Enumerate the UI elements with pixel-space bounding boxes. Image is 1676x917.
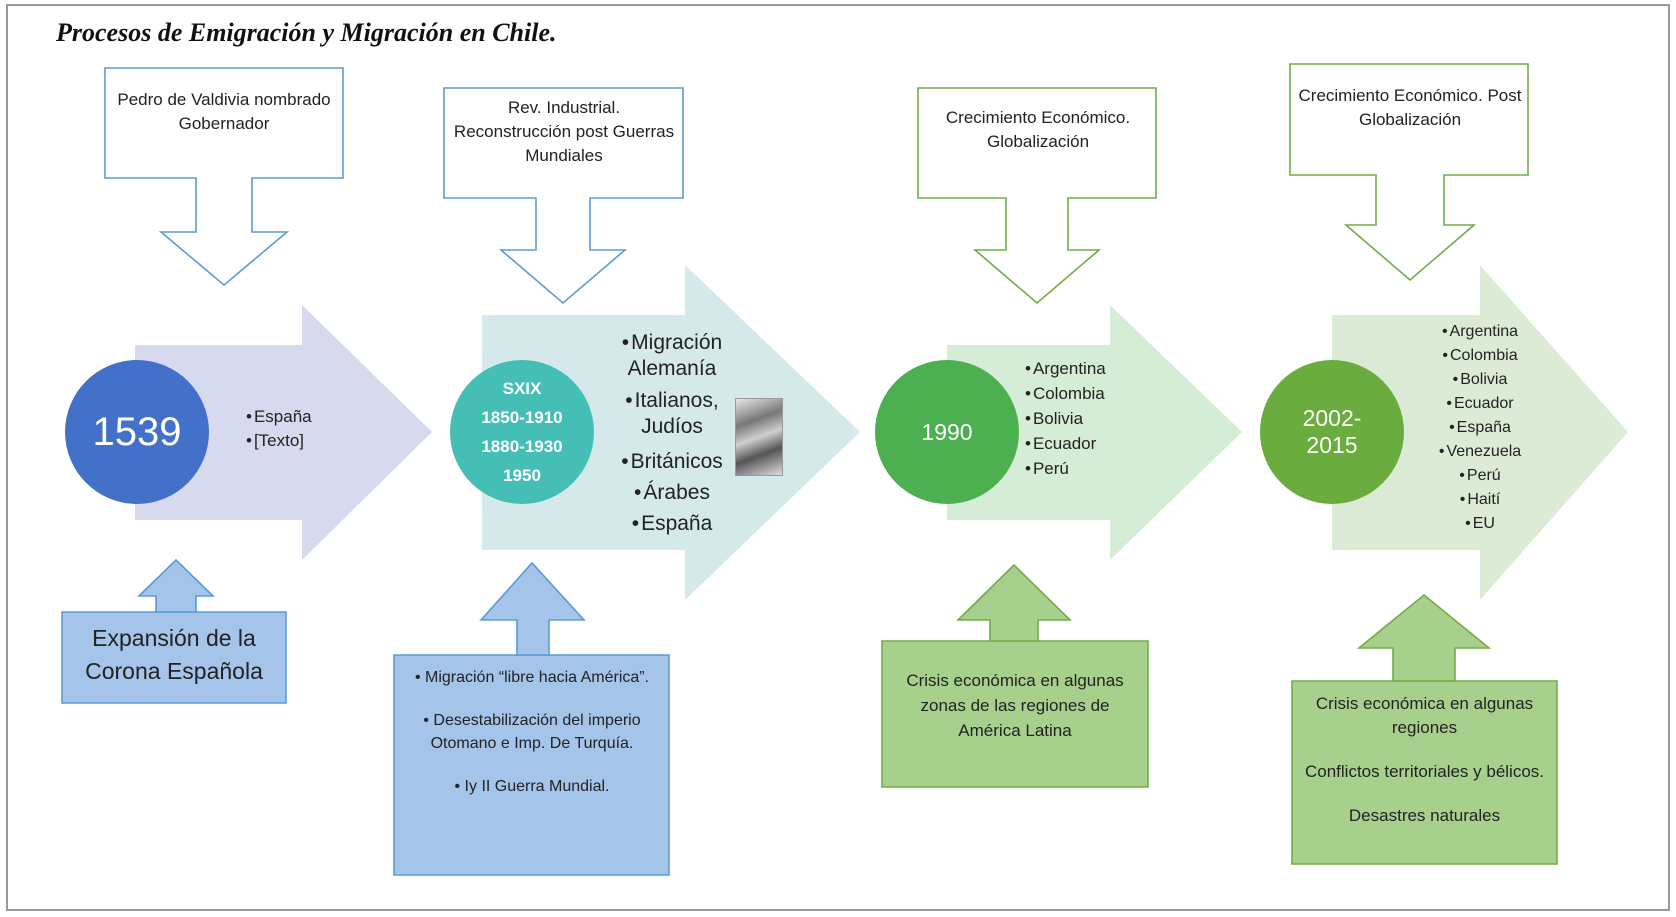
stage-3-circle — [875, 360, 1019, 504]
list-item: Italianos, Judíos — [607, 388, 737, 440]
stage-1-year: 1539 — [92, 409, 182, 454]
list-item: Argentina — [1025, 356, 1106, 381]
stage-2-top-text: Rev. Industrial. Reconstrucción post Gue… — [453, 98, 675, 165]
list-item: España — [607, 508, 737, 539]
list-item: España — [246, 405, 312, 429]
list-item: Bolivia — [1025, 406, 1106, 431]
stage-2-bottom-text: • Migración “libre hacia América”. • Des… — [412, 666, 652, 818]
stage-2-year-line: SXIX — [502, 379, 542, 398]
stage-3-year: 1990 — [921, 418, 973, 445]
stage-1-bullets: España [Texto] — [246, 405, 312, 453]
list-item: Ecuador — [1420, 392, 1540, 416]
stage-1-bottom-arrow — [137, 558, 215, 613]
stage-4-top-callout — [1289, 63, 1529, 282]
stage-3-top-text: Crecimiento Económico. Globalización — [945, 108, 1131, 151]
list-item: Migración Alemanía — [607, 330, 737, 382]
stage-3-bottom-arrow — [956, 563, 1072, 642]
stage-4-bottom-arrow — [1356, 593, 1492, 682]
stage-3-bottom-text: Crisis económica en algunas zonas de las… — [906, 671, 1124, 740]
stage-3-bottom-callout — [881, 640, 1149, 788]
stage-2-year-line: 1850-1910 — [481, 408, 563, 427]
bottom-paragraph: Crisis económica en algunas regiones — [1315, 694, 1534, 737]
stage-3-top-callout — [917, 87, 1157, 305]
stage-2-years: SXIX 1850-1910 1880-1930 1950 — [450, 360, 594, 504]
bottom-paragraph: Desastres naturales — [1348, 806, 1501, 825]
bottom-paragraph-text: Iy II Guerra Mundial. — [464, 778, 610, 795]
stage-4-year: 2002-2015 — [1302, 405, 1362, 458]
stage-4-bottom-text: Crisis económica en algunas regiones Con… — [1302, 692, 1547, 828]
bottom-paragraph: • Migración “libre hacia América”. — [414, 669, 650, 686]
bottom-paragraph: • Desestabilización del imperio Otomano … — [423, 712, 641, 752]
stage-1-bottom-callout — [61, 611, 287, 704]
page-title: Procesos de Emigración y Migración en Ch… — [56, 18, 557, 47]
list-item: Haití — [1420, 488, 1540, 512]
historic-photo-thumbnail — [735, 398, 783, 476]
stage-1-top-callout — [104, 67, 344, 287]
bottom-paragraph-text: Migración “libre hacia América”. — [424, 669, 650, 686]
bottom-paragraph-text: Desestabilización del imperio Otomano e … — [430, 712, 641, 752]
list-item: Perú — [1025, 456, 1106, 481]
stage-2-top-callout — [443, 87, 684, 305]
stage-2-bottom-arrow — [479, 561, 586, 656]
stage-4-circle — [1260, 360, 1404, 504]
stage-1-bottom-text: Expansión de la Corona Española — [85, 625, 263, 684]
stage-2-bullets: Migración Alemanía Italianos, Judíos Bri… — [607, 330, 737, 539]
list-item: [Texto] — [246, 429, 312, 453]
list-item: Argentina — [1420, 320, 1540, 344]
list-item: Árabes — [607, 477, 737, 508]
list-item: Colombia — [1420, 344, 1540, 368]
stage-3-bullets: Argentina Colombia Bolivia Ecuador Perú — [1025, 356, 1106, 481]
stage-4-bottom-callout — [1291, 680, 1558, 865]
list-item: Venezuela — [1420, 440, 1540, 464]
bottom-paragraph: Conflictos territoriales y bélicos. — [1304, 762, 1545, 781]
list-item: Bolivia — [1420, 368, 1540, 392]
bottom-paragraph: • Iy II Guerra Mundial. — [454, 778, 610, 795]
list-item: Británicos — [607, 446, 737, 477]
stage-2-circle — [450, 360, 594, 504]
stage-2-bottom-callout — [393, 654, 670, 876]
stage-1-top-text: Pedro de Valdivia nombrado Gobernador — [117, 90, 331, 133]
stage-1-circle — [65, 360, 209, 504]
list-item: EU — [1420, 512, 1540, 536]
stage-2-year-line: 1880-1930 — [481, 437, 563, 456]
stage-4-top-text: Crecimiento Económico. Post Globalizació… — [1298, 86, 1522, 129]
stage-2-year-line: 1950 — [503, 466, 541, 485]
list-item: Colombia — [1025, 381, 1106, 406]
list-item: Perú — [1420, 464, 1540, 488]
stage-4-bullets: Argentina Colombia Bolivia Ecuador Españ… — [1420, 320, 1540, 536]
list-item: Ecuador — [1025, 431, 1106, 456]
list-item: España — [1420, 416, 1540, 440]
